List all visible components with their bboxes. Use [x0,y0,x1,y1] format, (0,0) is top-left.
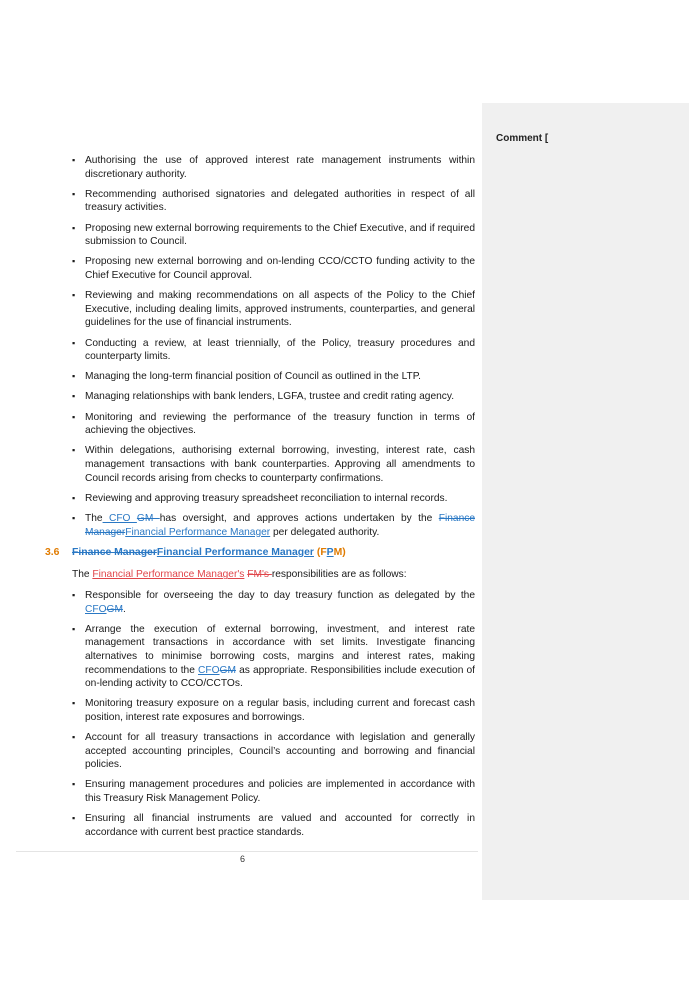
insertion-text: P [326,546,334,558]
list-item-text: Managing the long-term financial positio… [85,371,422,383]
text: The [85,513,103,524]
text: has oversight, and approves actions unde… [159,513,439,524]
list-item-text: Proposing new external borrowing require… [85,222,475,248]
list-item: ▪ Ensuring all financial instruments are … [72,812,475,839]
list-item: ▪ Account for all treasury transactions i… [72,731,475,772]
list-item: ▪ Monitoring and reviewing the performanc… [72,411,475,438]
list-item: ▪ Authorising the use of approved interes… [72,154,475,181]
list-item: ▪ Proposing new external borrowing requir… [72,222,475,249]
bullet-icon: ▪ [72,732,76,743]
bullet-icon: ▪ [72,813,76,824]
list-item: ▪ Reviewing and making recommendations on… [72,289,475,330]
abbr-text: (F [313,546,327,558]
page-number: 6 [240,854,246,864]
text: The [72,569,93,581]
text: Arrange the execution of external borrow… [85,623,475,676]
bullet-icon: ▪ [72,371,76,382]
bullet-icon: ▪ [72,155,76,165]
list-item-text: Proposing new external borrowing and on-… [85,256,475,281]
bullet-icon: ▪ [72,589,76,600]
deletion-text: GM [106,603,123,615]
bullet-icon: ▪ [72,779,76,790]
bullet-icon: ▪ [72,290,76,301]
insertion-text: Financial Performance Manager [156,546,314,558]
list-item: ▪ Managing the long-term financial positi… [72,370,475,384]
bullet-icon: ▪ [72,411,76,422]
footer-divider [16,851,478,852]
list-item-text: Ensuring management procedures and polic… [85,779,475,805]
bullet-icon: ▪ [72,222,76,233]
list-item-oversight: ▪ The CFO GM has oversight, and approves… [72,512,475,539]
deletion-text: GM [136,513,160,524]
list-item: ▪ Reviewing and approving treasury spread… [72,492,475,506]
intro-paragraph: The Financial Performance Manager's FM's… [72,568,475,582]
bullet-icon: ▪ [72,445,76,456]
list-item: ▪ Ensuring management procedures and poli… [72,778,475,805]
list-item-text: Account for all treasury transactions in… [85,732,475,771]
deletion-text: Finance Manager [85,513,475,538]
deletion-text: FM's [247,569,272,581]
list-item-text: Ensuring all financial instruments are v… [85,813,475,838]
responsibility-list: ▪ Authorising the use of approved interes… [72,154,475,505]
insertion-text: CFO [102,513,137,524]
insertion-text: Financial Performance Manager [125,526,271,538]
deletion-text: Finance Manager [72,546,157,558]
oversight-list: ▪ The CFO GM has oversight, and approves… [72,512,475,539]
text: . [122,603,126,615]
list-item-text: Monitoring and reviewing the performance… [85,411,475,437]
bullet-icon: ▪ [72,513,76,523]
list-item: ▪ Within delegations, authorising externa… [72,444,475,485]
insertion-text: CFO [198,664,220,676]
text: as appropriate. Responsibilities include… [85,664,475,690]
list-item: ▪ Conducting a review, at least triennial… [72,337,475,364]
list-item-text: Managing relationships with bank lenders… [85,391,455,403]
comment-header: Comment [ [496,133,549,144]
list-item-text: Recommending authorised signatories and … [85,188,475,214]
fpm-responsibility-list: ▪ Responsible for overseeing the day to … [72,589,475,839]
text: per delegated authority. [270,526,380,538]
list-item-text: Monitoring treasury exposure on a regula… [85,698,475,723]
insertion-text: CFO [85,603,107,615]
abbr-text: M) [333,546,346,558]
list-item: ▪ Monitoring treasury exposure on a regul… [72,697,475,724]
list-item-text: Conducting a review, at least trienniall… [85,337,475,363]
bullet-icon: ▪ [72,256,76,267]
section-heading: 3.6 Finance ManagerFinancial Performance… [45,546,475,560]
insertion-text: Financial Performance Manager's [92,569,245,581]
bullet-icon: ▪ [72,492,76,503]
list-item: ▪ Managing relationships with bank lender… [72,390,475,404]
bullet-icon: ▪ [72,391,76,402]
list-item: ▪ Proposing new external borrowing and on… [72,255,475,282]
text: Responsible for overseeing the day to da… [85,589,475,601]
comment-margin-pane: Comment [ [482,103,689,900]
list-item-text: Within delegations, authorising external… [85,445,475,484]
bullet-icon: ▪ [72,698,76,709]
list-item-text: Authorising the use of approved interest… [85,155,475,180]
list-item-text: Reviewing and making recommendations on … [85,290,475,329]
bullet-icon: ▪ [72,188,76,199]
deletion-text: GM [219,664,236,676]
list-item: ▪ Arrange the execution of external borr… [72,623,475,691]
list-item: ▪ Responsible for overseeing the day to … [72,589,475,616]
bullet-icon: ▪ [72,623,76,634]
list-item: ▪ Recommending authorised signatories and… [72,188,475,215]
bullet-icon: ▪ [72,337,76,348]
section-number: 3.6 [45,546,60,558]
list-item-text: Reviewing and approving treasury spreads… [85,492,448,504]
document-body: ▪ Authorising the use of approved interes… [45,154,475,846]
text: responsibilities are as follows: [271,569,407,581]
